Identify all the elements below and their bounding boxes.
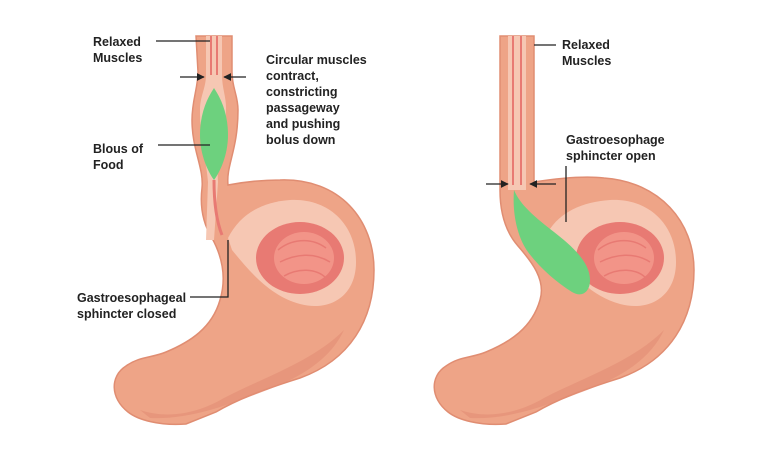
right-relaxed-muscles-label: Relaxed Muscles xyxy=(562,38,612,68)
left-stomach xyxy=(113,35,375,426)
leader-lines xyxy=(156,40,567,298)
right-stomach xyxy=(433,35,695,426)
sphincter-open-label: Gastroesophage sphincter open xyxy=(566,133,665,163)
left-bolus xyxy=(200,88,228,180)
left-relaxed-muscles-label: Relaxed Muscles xyxy=(93,35,143,65)
sphincter-closed-label: Gastroesophageal sphincter closed xyxy=(77,291,187,321)
circular-muscles-label: Circular muscles contract, constricting … xyxy=(266,53,367,147)
right-bolus xyxy=(513,190,590,295)
bolus-of-food-label: Blous of Food xyxy=(93,142,143,172)
